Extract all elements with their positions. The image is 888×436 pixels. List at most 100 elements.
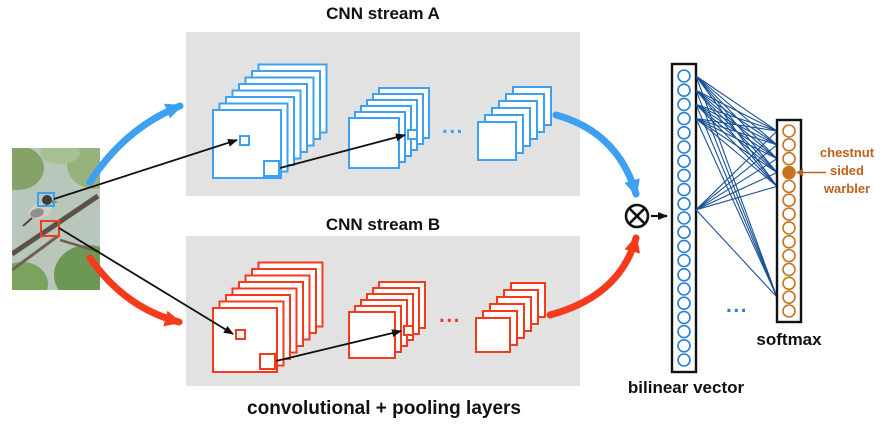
prediction-label-line3: warbler xyxy=(823,181,870,196)
stream-b-input-arrow xyxy=(86,254,183,327)
fc-connection xyxy=(695,118,778,173)
softmax-node xyxy=(782,124,796,138)
fc-connection xyxy=(695,118,778,132)
softmax-node xyxy=(782,207,796,221)
stream-b-output-arrow xyxy=(546,234,640,319)
stream-a-conv-stack-3 xyxy=(477,86,552,161)
fc-connection xyxy=(695,118,778,298)
softmax-node xyxy=(782,165,796,180)
fc-connection xyxy=(695,130,778,211)
softmax-node xyxy=(782,262,796,277)
softmax-node xyxy=(782,248,796,263)
foliage xyxy=(40,148,80,164)
fc-connection xyxy=(695,89,778,298)
softmax-label: softmax xyxy=(756,330,822,349)
bilinear-node xyxy=(677,282,691,296)
fc-connection xyxy=(695,144,778,211)
bilinear-node xyxy=(677,168,691,183)
fc-connection xyxy=(695,158,778,211)
softmax-node xyxy=(782,179,796,194)
softmax-nodes xyxy=(782,124,796,318)
bilinear-node xyxy=(677,338,691,353)
fc-connection xyxy=(695,89,778,132)
feature-map-b xyxy=(475,317,511,353)
branch xyxy=(59,238,100,254)
fc-connection xyxy=(695,118,778,160)
patch-arrow-b2 xyxy=(275,329,402,362)
fc-connections xyxy=(695,75,778,298)
conv-pooling-label: convolutional + pooling layers xyxy=(247,398,521,419)
stream-b-conv-stack-3 xyxy=(475,282,546,353)
patch-marker-a2 xyxy=(407,129,418,140)
bilinear-node xyxy=(677,324,691,339)
bilinear-node xyxy=(677,211,691,225)
patch-marker-b2 xyxy=(403,325,414,336)
bilinear-node xyxy=(677,310,691,325)
output-ellipsis: ... xyxy=(726,294,748,317)
bird-wing xyxy=(30,208,44,218)
stream-b-ellipsis: ... xyxy=(439,304,461,327)
stream-a-input-arrow xyxy=(86,102,184,186)
softmax-node xyxy=(782,138,796,152)
patch-box-blue xyxy=(37,192,55,207)
bilinear-node xyxy=(677,267,691,282)
patch-arrow-b1 xyxy=(58,227,234,335)
foliage xyxy=(12,262,48,290)
bilinear-node xyxy=(677,140,691,154)
prediction-pointer xyxy=(796,168,803,177)
foliage xyxy=(12,148,44,190)
fc-connection xyxy=(695,75,778,298)
otimes-cross xyxy=(629,208,645,224)
bird-head xyxy=(42,195,52,205)
softmax-node xyxy=(782,290,796,304)
bilinear-node xyxy=(677,83,691,97)
softmax-node xyxy=(782,193,796,208)
fc-connection xyxy=(695,172,778,211)
patch-marker-a1 xyxy=(239,135,250,146)
prediction-label-line2: sided xyxy=(830,163,864,178)
branch xyxy=(12,234,59,272)
bilinear-node xyxy=(677,197,691,211)
bilinear-node xyxy=(677,296,691,311)
softmax-node xyxy=(782,234,796,249)
softmax-node xyxy=(782,304,796,318)
patch-arrow-a2 xyxy=(279,133,406,169)
fc-connection xyxy=(695,75,778,132)
bilinear-node xyxy=(677,126,691,140)
bilinear-node xyxy=(677,225,691,239)
branch xyxy=(12,193,100,257)
fc-connection xyxy=(695,104,778,298)
foliage xyxy=(54,245,100,290)
fc-connection xyxy=(695,118,778,187)
stream-b-conv-stack-2 xyxy=(348,281,426,359)
pooling-window-a xyxy=(263,160,280,177)
bilinear-vector-label: bilinear vector xyxy=(628,378,745,397)
bilinear-node xyxy=(677,97,691,112)
stream-a-output-arrow xyxy=(552,111,640,198)
bilinear-node xyxy=(677,154,691,168)
feature-map-a xyxy=(477,121,517,161)
patch-arrow-a1 xyxy=(53,138,238,200)
fc-connection xyxy=(695,103,778,132)
pooling-window-b xyxy=(259,353,276,370)
patch-marker-b1 xyxy=(235,329,246,340)
stream-a-ellipsis: ... xyxy=(442,115,464,138)
softmax-node xyxy=(782,221,796,235)
bilinear-node xyxy=(677,111,691,126)
outer-product-symbol xyxy=(624,203,650,229)
bilinear-node xyxy=(677,182,691,197)
fc-connection xyxy=(695,118,778,146)
prediction-label-line1: chestnut xyxy=(820,145,875,160)
softmax-node xyxy=(782,276,796,291)
fc-connection xyxy=(695,185,778,211)
softmax-node xyxy=(782,151,796,166)
bilinear-nodes xyxy=(677,69,691,367)
stream-a-title: CNN stream A xyxy=(326,4,440,23)
bird-tail xyxy=(22,217,33,227)
bilinear-node xyxy=(677,69,691,83)
bilinear-node xyxy=(677,353,691,367)
fc-connection xyxy=(695,209,778,298)
stream-b-title: CNN stream B xyxy=(326,215,440,234)
